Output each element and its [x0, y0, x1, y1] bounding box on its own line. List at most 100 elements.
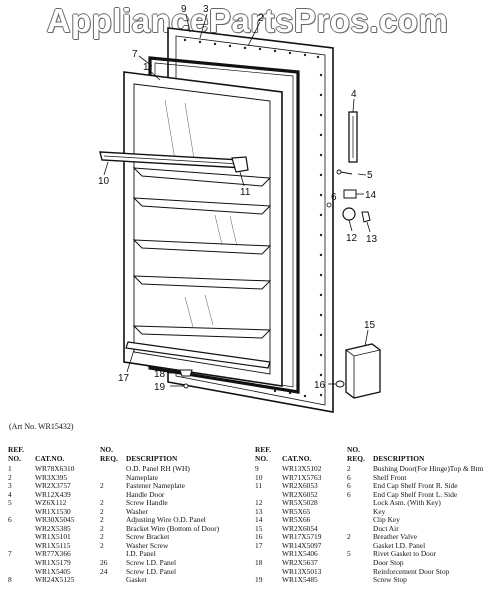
req-no: 2 [100, 523, 104, 533]
cat-no: WR71X5763 [282, 472, 322, 482]
ref-no: 1 [8, 464, 12, 473]
ref-no [8, 525, 35, 534]
cat-no: WR1X5101 [35, 532, 71, 542]
ref-no: 5 [8, 498, 12, 508]
description: Duct Air [373, 523, 399, 533]
description: O.D. Panel RH (WH) [126, 464, 190, 473]
req-no: 26 [100, 558, 108, 568]
description: Shelf Front [373, 472, 407, 482]
liner-shading [164, 99, 238, 328]
description: Adjusting Wire O.D. Panel [126, 515, 206, 525]
callout-6: 6 [331, 192, 337, 203]
breather-valve [335, 380, 345, 388]
header-no: NO. [100, 445, 113, 454]
req-no: 2 [100, 506, 104, 516]
table-row: 1 WR78X6310 O.D. Panel RH (WH) [8, 465, 256, 474]
req-no: 6 [347, 489, 351, 499]
cat-no: WZ6X112 [35, 498, 67, 508]
cat-no: WR1X5485 [282, 575, 318, 585]
cat-no: WR13X5102 [282, 464, 322, 473]
description: Screw I.D. Panel [126, 558, 177, 568]
cat-no: WR77X366 [35, 549, 71, 559]
description: Bushing Door(For Hinge)Top & Btm [373, 464, 484, 473]
header-no: NO. [8, 454, 21, 463]
exploded-door-diagram: 9 3 2 7 1 4 5 6 14 12 13 10 11 15 16 17 … [98, 4, 381, 413]
key [361, 211, 371, 223]
description: Gasket [126, 575, 147, 585]
cat-no: WR2X5385 [35, 523, 71, 533]
ref-no: 17 [255, 540, 263, 550]
header-no: NO. [255, 454, 268, 463]
table-header-row-2: NO. CAT.NO. REQ. DESCRIPTION [8, 455, 256, 465]
table-header-row-1: REF. NO. [8, 446, 256, 455]
air-duct [345, 343, 381, 399]
watermark: AppliancePartsPros.com [46, 2, 449, 39]
req-no: 2 [100, 540, 104, 550]
cat-no: WR2X5637 [282, 558, 318, 568]
header-description: DESCRIPTION [373, 454, 425, 463]
callout-16: 16 [314, 380, 326, 391]
description: Fastener Nameplate [126, 481, 185, 491]
header-ref: REF. [8, 445, 24, 454]
description: Handle Door [126, 489, 165, 499]
ref-no: 13 [255, 506, 263, 516]
liner-shelves [132, 167, 272, 339]
ref-no [8, 568, 35, 577]
description: Clip Key [373, 515, 400, 525]
ref-no [8, 533, 35, 542]
cat-no: WR78X6310 [35, 464, 75, 473]
ref-no: 3 [8, 481, 12, 491]
header-ref: REF. [255, 445, 271, 454]
description: Washer [126, 506, 148, 516]
description: Screw Bracket [126, 532, 170, 542]
description: Washer Screw [126, 540, 169, 550]
req-no [100, 576, 126, 585]
description: Door Stop [373, 558, 404, 568]
callout-14: 14 [365, 190, 377, 201]
ref-no: 16 [255, 532, 263, 542]
cat-no: WR5X65 [282, 506, 311, 516]
header-description: DESCRIPTION [126, 454, 178, 463]
cat-no: WR1X1530 [35, 506, 71, 516]
description: End Cap Shelf Front L. Side [373, 489, 458, 499]
cat-no: WR2X6054 [282, 523, 318, 533]
req-no: 2 [100, 515, 104, 525]
description: Rivet Gasket to Door [373, 549, 437, 559]
ref-no [8, 508, 35, 517]
ref-no: 7 [8, 549, 12, 559]
cat-no: WR14X5097 [282, 540, 322, 550]
req-no [347, 499, 373, 508]
callout-3: 3 [203, 4, 209, 15]
ref-no: 6 [8, 515, 12, 525]
callout-19: 19 [154, 382, 166, 393]
callout-4: 4 [351, 89, 357, 100]
req-no: 6 [347, 472, 351, 482]
leader-lines [103, 13, 371, 387]
callout-9: 9 [181, 4, 187, 15]
cat-no: WR1X5405 [35, 566, 71, 576]
ref-no: 9 [255, 464, 259, 473]
cat-no: WR5X66 [282, 515, 311, 525]
callout-15: 15 [364, 320, 376, 331]
table-row: WR1X1530 2 Washer [8, 508, 256, 517]
ref-no [8, 559, 35, 568]
table-header-row-1: REF. NO. [255, 446, 495, 455]
table-header-row-2: NO. CAT.NO. REQ. DESCRIPTION [255, 455, 495, 465]
description: Reinforcement Door Stop [373, 566, 450, 576]
ref-no: 14 [255, 515, 263, 525]
ref-no: 10 [255, 472, 263, 482]
callout-18: 18 [154, 369, 166, 380]
description: Bracket Wire (Bottom of Door) [126, 523, 220, 533]
